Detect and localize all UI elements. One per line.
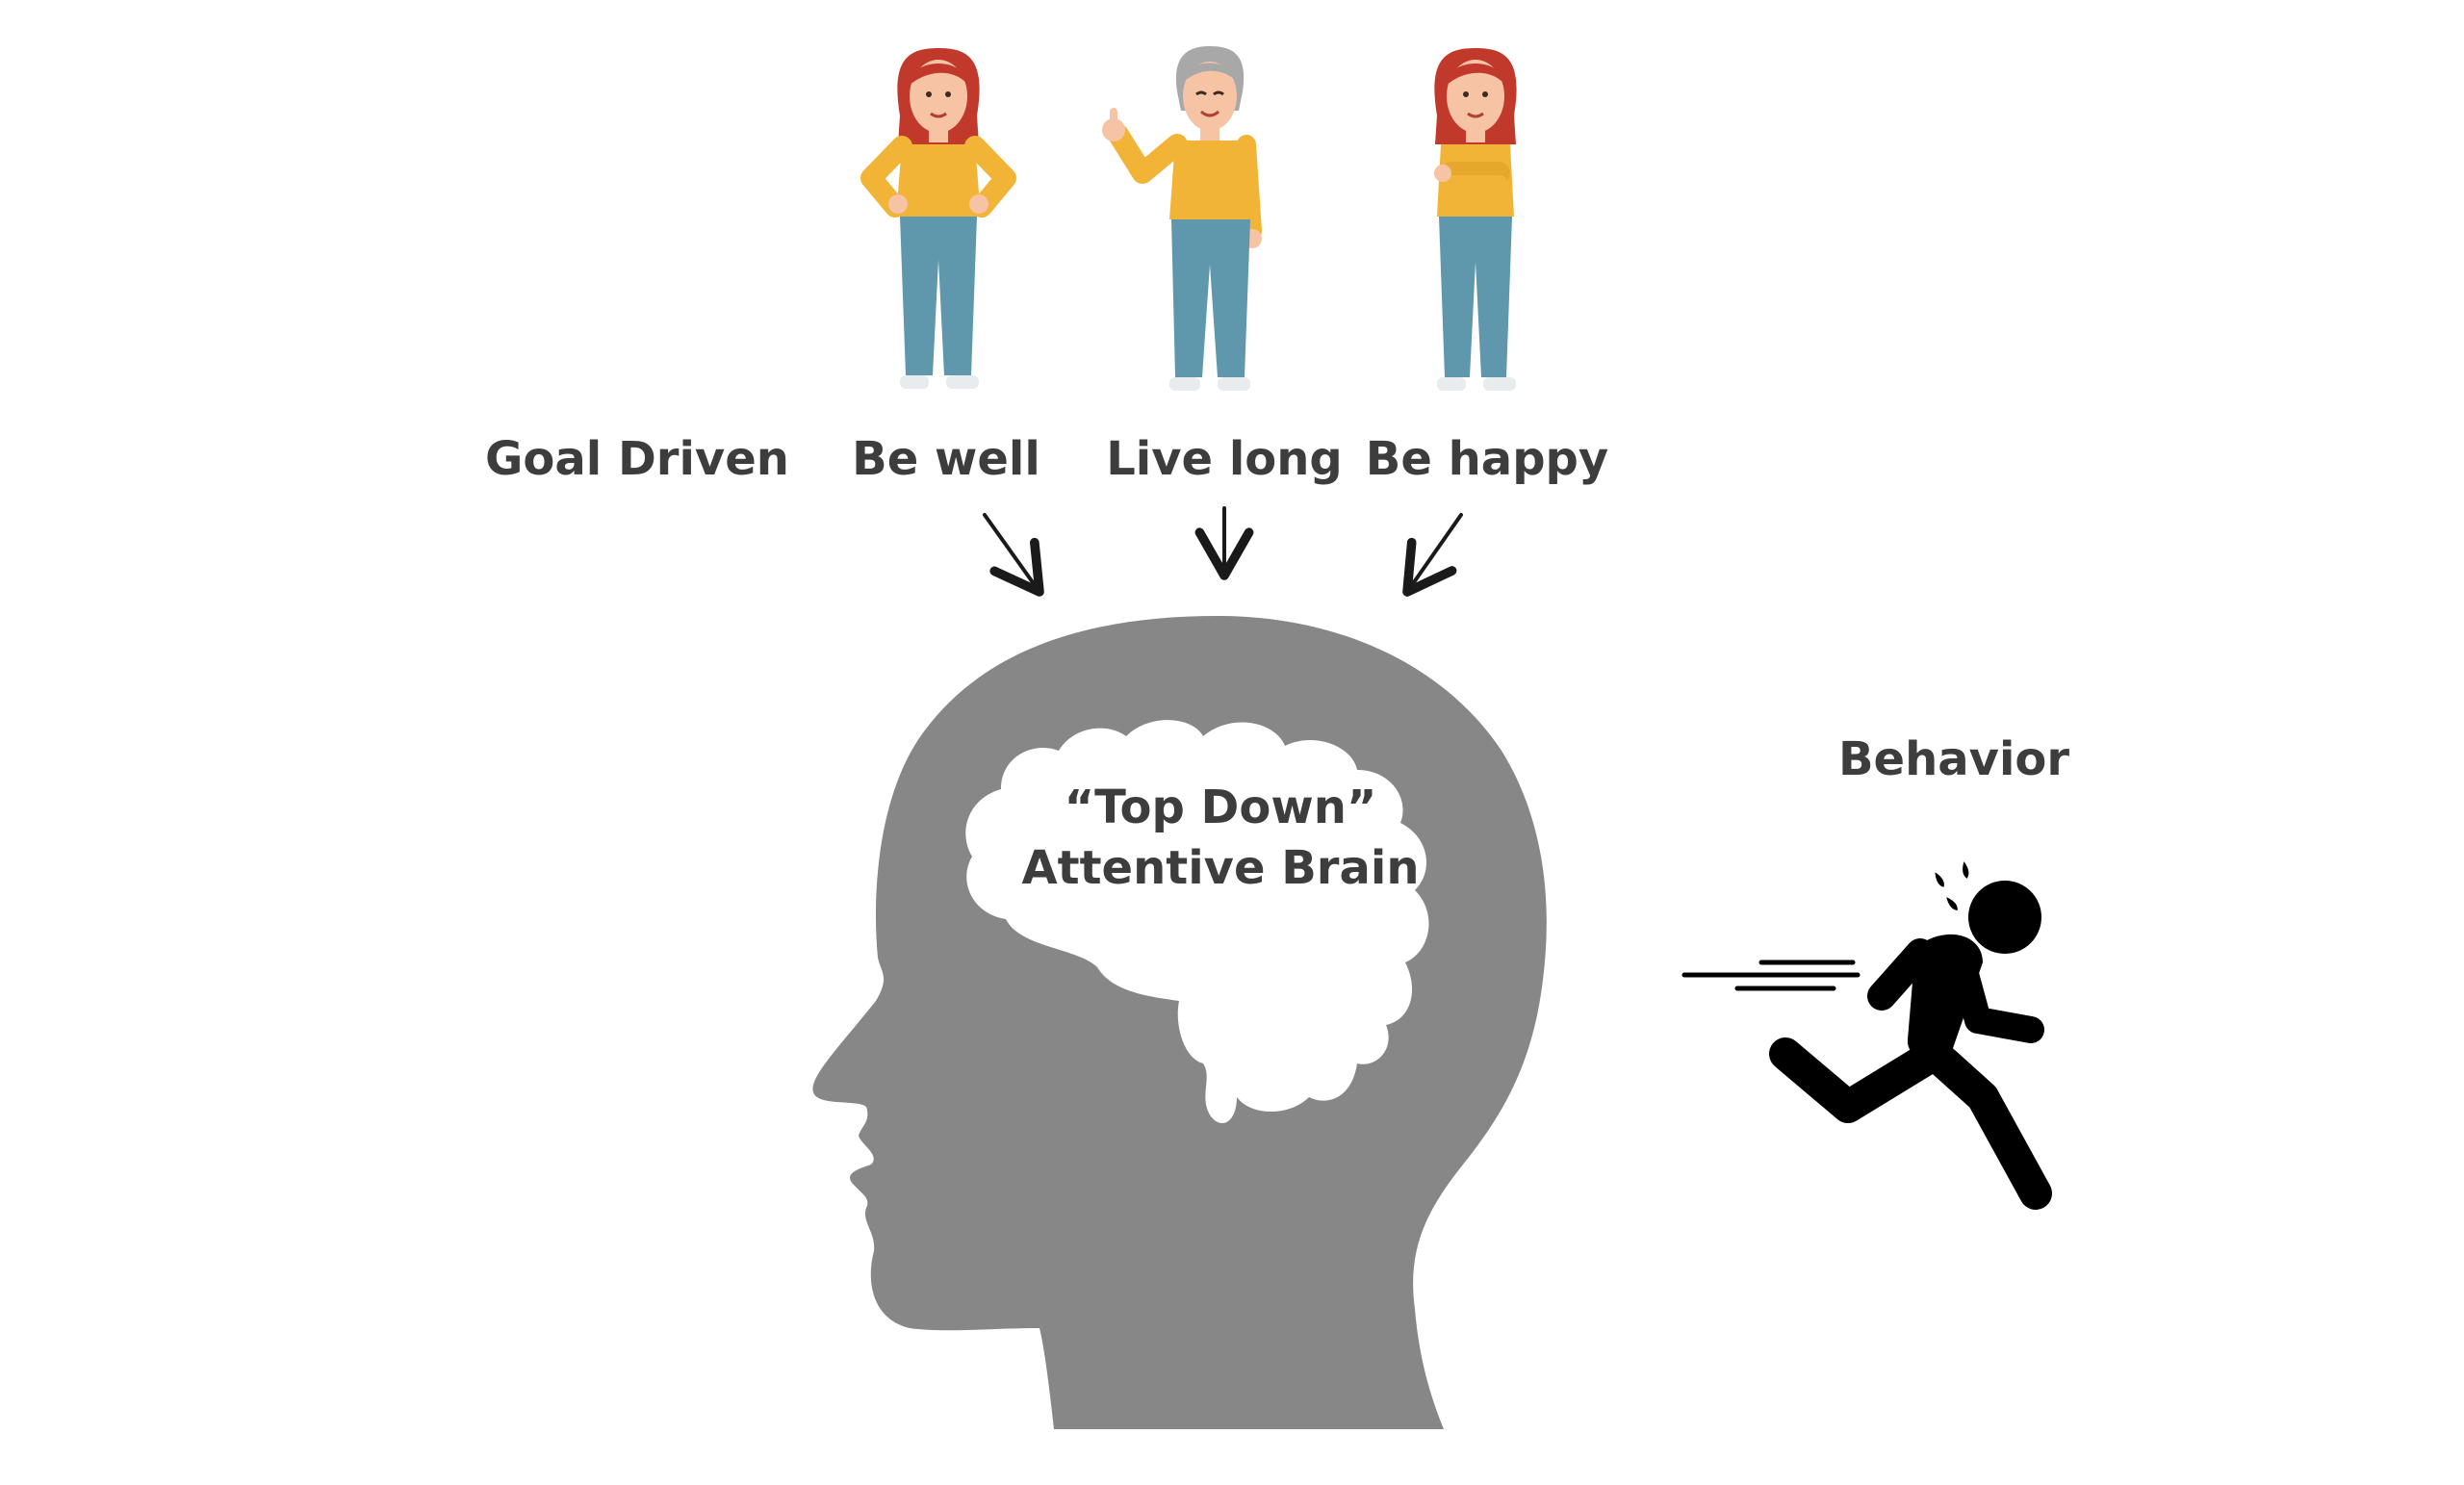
arrow-down-left bbox=[1402, 513, 1463, 597]
figure-young-woman-hands-on-hips bbox=[860, 48, 1016, 389]
figure-older-woman-thumbs-up bbox=[1102, 46, 1262, 391]
label-be-happy: Be happy bbox=[1366, 432, 1608, 486]
brain-shape bbox=[965, 720, 1429, 1124]
brain-text-line2: Attentive Brain bbox=[1022, 841, 1420, 895]
figure-young-woman-arms-crossed bbox=[1434, 48, 1517, 391]
label-be-well: Be well bbox=[852, 432, 1040, 486]
label-behavior: Behavior bbox=[1838, 732, 2069, 786]
brain-text-line1: “Top Down” bbox=[1065, 781, 1377, 834]
label-live-long: Live long bbox=[1106, 432, 1343, 486]
arrow-down-right bbox=[983, 513, 1044, 597]
running-person-icon bbox=[1681, 861, 2052, 1210]
label-goal-driven: Goal Driven bbox=[485, 432, 789, 486]
